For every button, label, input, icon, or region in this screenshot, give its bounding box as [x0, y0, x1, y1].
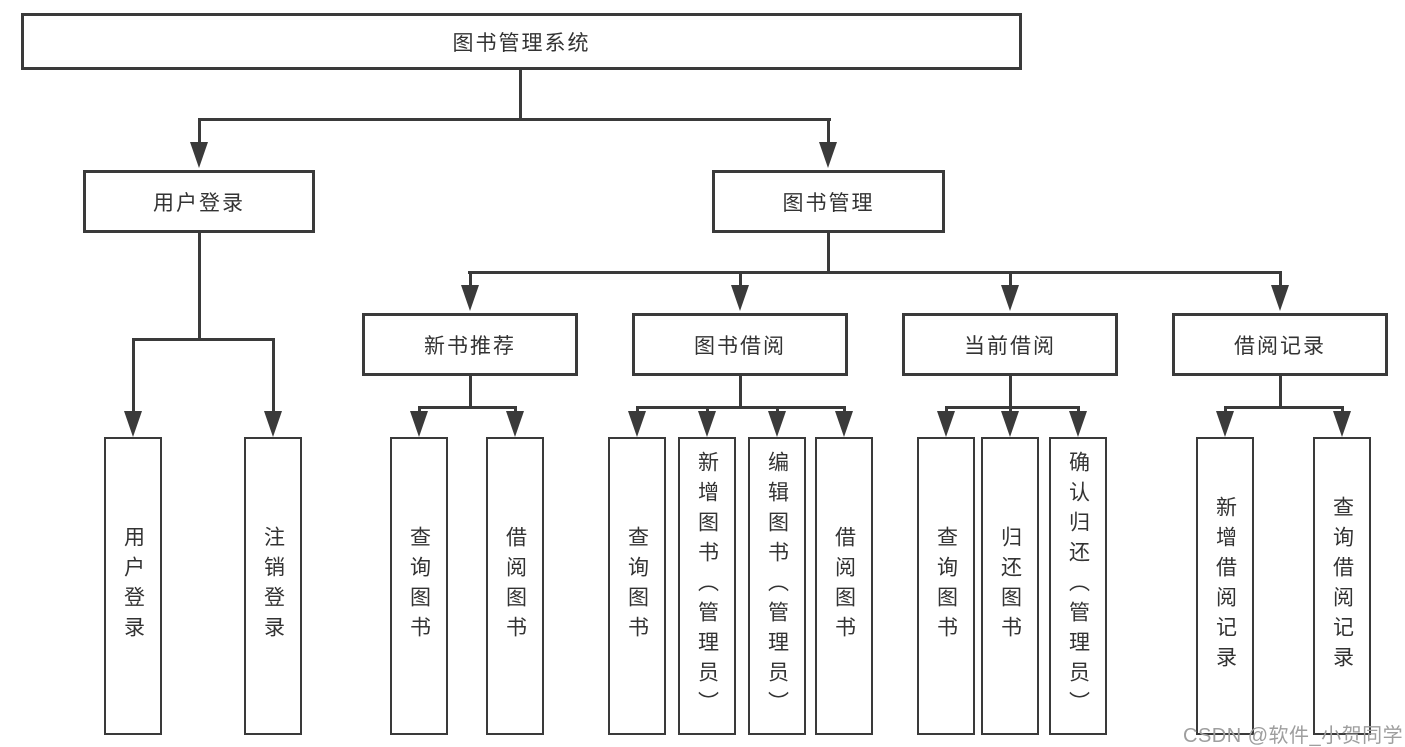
connector-line — [519, 70, 522, 118]
node-label: 借阅图书 — [503, 526, 527, 646]
node-label: 归还图书 — [998, 526, 1022, 646]
arrow-down-icon — [698, 411, 716, 437]
node-leaf-return-books: 归还图书 — [981, 437, 1039, 735]
node-label: 查询图书 — [934, 526, 958, 646]
node-user-login: 用户登录 — [83, 170, 315, 233]
connector-line — [272, 341, 275, 411]
node-label: 图书管理系统 — [452, 31, 591, 55]
arrow-down-icon — [937, 411, 955, 437]
arrow-down-icon — [124, 411, 142, 437]
arrow-down-icon — [819, 142, 837, 168]
node-library-system: 图书管理系统 — [21, 13, 1022, 70]
connector-line — [468, 271, 1282, 274]
node-label: 借阅图书 — [832, 526, 856, 646]
node-leaf-query-books-borrowing: 查询图书 — [608, 437, 666, 735]
node-label: 查询图书 — [407, 526, 431, 646]
node-leaf-query-borrow-record: 查询借阅记录 — [1313, 437, 1371, 735]
connector-line — [1278, 274, 1282, 286]
node-leaf-logout: 注销登录 — [244, 437, 302, 735]
node-label: 确认归还（管理员） — [1066, 451, 1090, 721]
connector-line — [468, 376, 472, 406]
connector-line — [513, 406, 517, 414]
arrow-down-icon — [1333, 411, 1351, 437]
node-label: 查询借阅记录 — [1330, 496, 1354, 676]
node-borrowing-records: 借阅记录 — [1172, 313, 1388, 376]
arrow-down-icon — [628, 411, 646, 437]
arrow-down-icon — [264, 411, 282, 437]
connector-line — [738, 274, 742, 286]
node-leaf-add-books-admin: 新增图书（管理员） — [678, 437, 736, 735]
node-leaf-query-books-current: 查询图书 — [917, 437, 975, 735]
connector-line — [635, 406, 639, 414]
connector-line — [417, 406, 421, 414]
arrow-down-icon — [1216, 411, 1234, 437]
csdn-watermark: CSDN @软件_小贺同学 — [1183, 725, 1404, 747]
connector-line — [198, 121, 201, 144]
connector-line — [468, 274, 472, 286]
connector-line — [842, 406, 846, 414]
node-label: 图书借阅 — [694, 334, 786, 358]
node-leaf-borrow-books-recommend: 借阅图书 — [486, 437, 544, 735]
connector-line — [198, 233, 201, 338]
connector-line — [132, 338, 275, 341]
arrow-down-icon — [835, 411, 853, 437]
node-leaf-confirm-return-admin: 确认归还（管理员） — [1049, 437, 1107, 735]
connector-line — [1340, 406, 1344, 414]
connector-line — [1278, 376, 1282, 406]
node-label: 图书管理 — [782, 191, 875, 215]
arrow-down-icon — [768, 411, 786, 437]
node-leaf-edit-books-admin: 编辑图书（管理员） — [748, 437, 806, 735]
connector-line — [1223, 406, 1344, 409]
node-label: 新增借阅记录 — [1213, 496, 1237, 676]
connector-line — [705, 406, 709, 414]
node-label: 查询图书 — [625, 526, 649, 646]
arrow-down-icon — [190, 142, 208, 168]
connector-line — [635, 406, 846, 409]
node-leaf-query-books-recommend: 查询图书 — [390, 437, 448, 735]
connector-line — [198, 118, 831, 121]
node-label: 用户登录 — [153, 191, 245, 215]
node-label: 当前借阅 — [964, 334, 1056, 358]
node-label: 注销登录 — [261, 526, 285, 646]
arrow-down-icon — [1001, 285, 1019, 311]
connector-line — [738, 376, 742, 406]
arrow-down-icon — [1069, 411, 1087, 437]
arrow-down-icon — [506, 411, 524, 437]
node-book-management: 图书管理 — [712, 170, 945, 233]
node-label: 编辑图书（管理员） — [765, 451, 789, 721]
arrow-down-icon — [410, 411, 428, 437]
node-book-borrowing: 图书借阅 — [632, 313, 848, 376]
connector-line — [827, 121, 830, 144]
node-label: 借阅记录 — [1234, 334, 1326, 358]
connector-line — [944, 406, 1080, 409]
connector-line — [944, 406, 948, 414]
connector-line — [1223, 406, 1227, 414]
connector-line — [1008, 376, 1012, 406]
arrow-down-icon — [731, 285, 749, 311]
node-current-borrowing: 当前借阅 — [902, 313, 1118, 376]
connector-line — [775, 406, 779, 414]
node-label: 用户登录 — [121, 526, 145, 646]
node-new-book-recommend: 新书推荐 — [362, 313, 578, 376]
node-leaf-add-borrow-record: 新增借阅记录 — [1196, 437, 1254, 735]
node-label: 新增图书（管理员） — [695, 451, 719, 721]
connector-line — [1008, 274, 1012, 286]
connector-line — [417, 406, 517, 409]
node-leaf-user-login: 用户登录 — [104, 437, 162, 735]
arrow-down-icon — [1001, 411, 1019, 437]
arrow-down-icon — [1271, 285, 1289, 311]
node-leaf-borrow-books: 借阅图书 — [815, 437, 873, 735]
connector-line — [132, 341, 135, 411]
connector-line — [1076, 406, 1080, 414]
connector-line — [1008, 406, 1012, 414]
node-label: 新书推荐 — [424, 334, 516, 358]
arrow-down-icon — [461, 285, 479, 311]
connector-line — [827, 233, 830, 271]
